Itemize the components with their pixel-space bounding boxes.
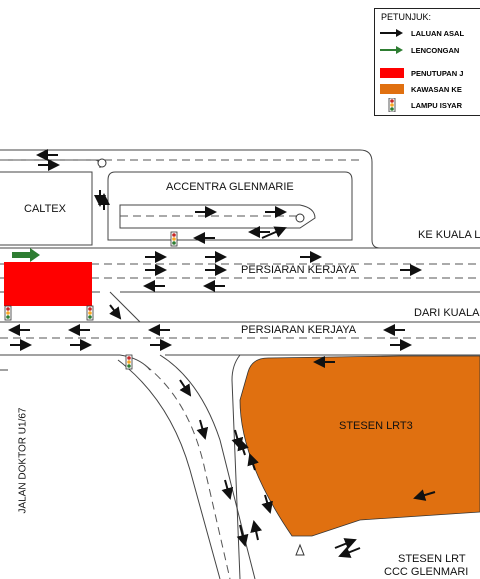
lrt-station-area	[239, 355, 480, 537]
legend-item-lampu: LAMPU ISYAR	[379, 98, 462, 112]
road-closure-zone	[4, 262, 92, 306]
legend-label: LAMPU ISYAR	[411, 100, 462, 110]
traffic-light-icon	[86, 305, 94, 321]
legend-label: KAWASAN KE	[411, 84, 462, 94]
stesen-lrt-label: STESEN LRT	[398, 553, 466, 565]
legend-label: LALUAN ASAL	[411, 28, 465, 38]
dari-kuala-label: DARI KUALA	[414, 307, 480, 319]
orange-swatch	[380, 84, 404, 94]
legend-item-penutupan: PENUTUPAN J	[379, 66, 463, 80]
map-legend: PETUNJUK: LALUAN ASAL LENCONGAN PENUTUPA…	[374, 8, 480, 116]
persiaran-kerjaya-bottom-label: PERSIARAN KERJAYA	[241, 324, 357, 336]
legend-item-laluan-asal: LALUAN ASAL	[379, 26, 464, 40]
direction-arrows	[8, 149, 436, 558]
caltex-label: CALTEX	[24, 203, 66, 215]
road-edges	[0, 149, 480, 579]
traffic-light-icon	[379, 98, 405, 112]
traffic-light-icon	[170, 231, 178, 247]
roundabout-markers	[97, 158, 305, 223]
black-arrow-icon	[379, 27, 405, 39]
accentra-glenmarie-label: ACCENTRA GLENMARIE	[166, 181, 294, 193]
traffic-lights	[4, 231, 178, 370]
jalan-doktor-label: JALAN DOKTOR U1/67	[17, 407, 29, 514]
green-arrow-icon	[379, 44, 405, 56]
legend-item-kawasan: KAWASAN KE	[379, 82, 462, 96]
persiaran-kerjaya-top-label: PERSIARAN KERJAYA	[241, 264, 357, 276]
detour-arrow-icon	[12, 248, 40, 262]
legend-item-lencongan: LENCONGAN	[379, 43, 459, 57]
stesen-lrt3-label: STESEN LRT3	[339, 420, 413, 432]
ccc-glenmarie-label: CCC GLENMARI	[384, 566, 469, 578]
red-swatch	[380, 68, 404, 78]
ke-kuala-label: KE KUALA L	[418, 229, 480, 241]
legend-title: PETUNJUK:	[381, 12, 432, 22]
yield-marker	[295, 543, 305, 556]
legend-label: LENCONGAN	[411, 45, 460, 55]
traffic-light-icon	[4, 305, 12, 321]
traffic-light-icon	[125, 354, 133, 370]
legend-label: PENUTUPAN J	[411, 68, 464, 78]
